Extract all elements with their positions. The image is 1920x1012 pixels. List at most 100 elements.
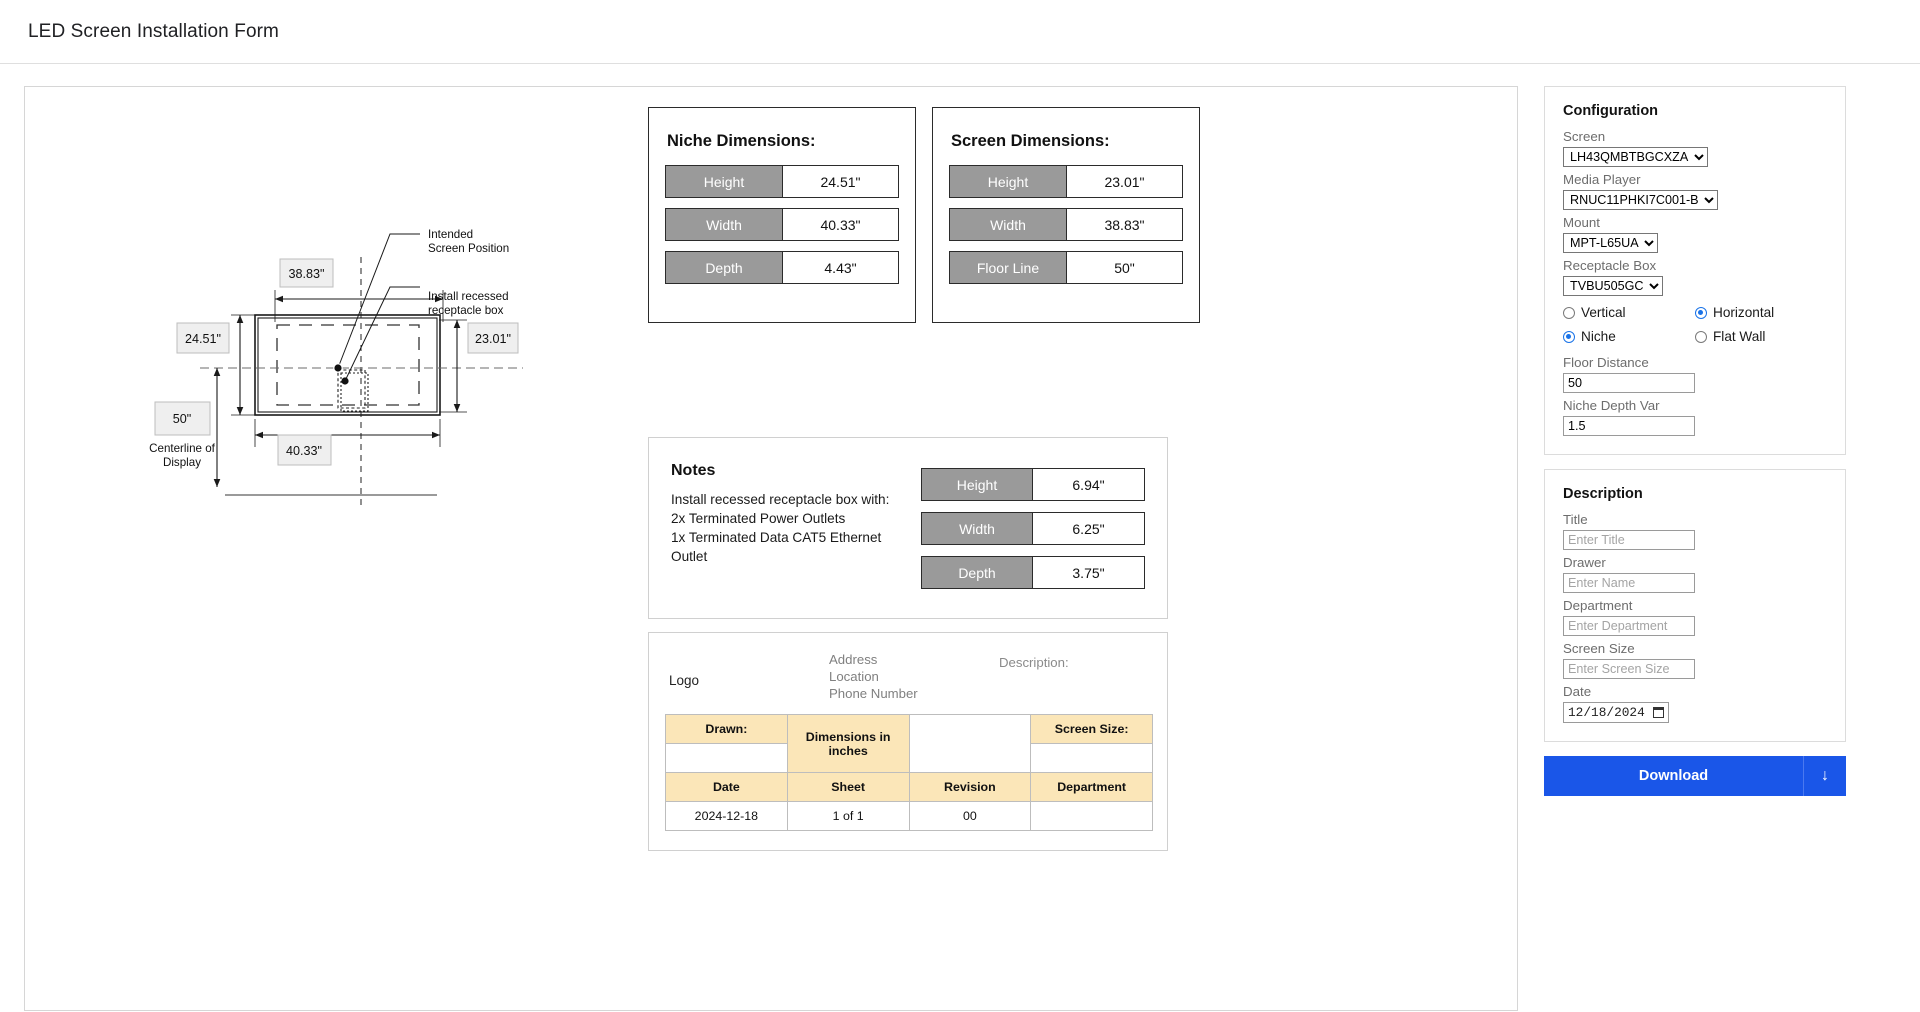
niche-row-depth: Depth 4.43" — [665, 251, 899, 284]
receptacle-width-label: Width — [921, 512, 1033, 545]
screen-label: Screen — [1563, 129, 1606, 144]
dim-top-value: 38.83" — [289, 267, 325, 281]
notes-line-2: 2x Terminated Power Outlets — [671, 511, 846, 526]
receptacle-box-marker — [341, 377, 349, 385]
title-block-card: Logo Address Location Phone Number Descr… — [648, 632, 1168, 851]
niche-row-width: Width 40.33" — [665, 208, 899, 241]
callout-install-line1: Install recessed — [428, 290, 509, 303]
notes-line-3: 1x Terminated Data CAT5 Ethernet Outlet — [671, 530, 882, 564]
table-row — [665, 743, 1153, 773]
receptacle-row-height: Height 6.94" — [921, 468, 1145, 501]
radio-vertical[interactable]: Vertical — [1563, 305, 1695, 320]
orientation-radio-group: Vertical Horizontal — [1563, 305, 1827, 320]
installation-technical-drawing: Intended Screen Position Install recesse… — [149, 228, 523, 505]
dim-top-box — [279, 258, 334, 288]
cell-empty-middle — [908, 714, 1032, 773]
cell-screen-size-value — [1030, 743, 1153, 773]
media-player-select[interactable]: RNUC11PHKI7C001-B — [1563, 190, 1718, 210]
cell-header-revision: Revision — [908, 772, 1032, 802]
receptacle-box-select[interactable]: TVBU505GC — [1563, 276, 1663, 296]
title-block-table: Drawn: Dimensions in inches Screen Size:… — [665, 714, 1153, 831]
floor-label-line1: Centerline of — [149, 442, 216, 455]
floor-distance-input[interactable] — [1563, 373, 1695, 393]
table-row: Date Sheet Revision Department — [665, 772, 1153, 802]
calendar-icon[interactable] — [1653, 707, 1664, 718]
receptacle-row-depth: Depth 3.75" — [921, 556, 1145, 589]
cell-dimensions-note: Dimensions in inches — [786, 714, 910, 773]
receptacle-dimensions-table: Height 6.94" Width 6.25" Depth 3.75" — [921, 462, 1145, 618]
drawing-canvas-card: Intended Screen Position Install recesse… — [24, 86, 1518, 1011]
screen-floorline-value: 50" — [1067, 251, 1183, 284]
radio-horizontal-icon[interactable] — [1695, 306, 1707, 319]
radio-vertical-label: Vertical — [1581, 305, 1626, 320]
receptacle-height-label: Height — [921, 468, 1033, 501]
mount-select[interactable]: MPT-L65UA — [1563, 233, 1658, 253]
dim-left-box — [176, 322, 230, 354]
radio-flat-wall-icon[interactable] — [1695, 330, 1707, 343]
radio-niche-icon[interactable] — [1563, 330, 1575, 343]
date-label: Date — [1563, 684, 1592, 699]
address-line-3: Phone Number — [829, 686, 918, 701]
screen-size-input[interactable] — [1563, 659, 1695, 679]
dimension-cards-row: Niche Dimensions: Height 24.51" Width 40… — [648, 107, 1200, 323]
cell-value-date: 2024-12-18 — [665, 801, 788, 831]
screen-width-label: Width — [949, 208, 1067, 241]
cell-drawn-value — [665, 743, 788, 773]
department-label: Department — [1563, 598, 1633, 613]
dim-bottom-value: 40.33" — [286, 444, 322, 458]
cell-drawn-label: Drawn: — [665, 714, 788, 744]
media-player-label: Media Player — [1563, 172, 1641, 187]
receptacle-depth-value: 3.75" — [1033, 556, 1145, 589]
description-title: Description — [1563, 486, 1643, 502]
configuration-title: Configuration — [1563, 103, 1659, 119]
niche-depth-var-input[interactable] — [1563, 416, 1695, 436]
radio-horizontal[interactable]: Horizontal — [1695, 305, 1827, 320]
cell-value-sheet: 1 of 1 — [786, 801, 910, 831]
download-button[interactable]: Download — [1544, 756, 1803, 796]
radio-niche[interactable]: Niche — [1563, 329, 1695, 344]
receptacle-height-value: 6.94" — [1033, 468, 1145, 501]
screen-select[interactable]: LH43QMBTBGCXZA — [1563, 147, 1708, 167]
configuration-panel: Configuration Screen LH43QMBTBGCXZA Medi… — [1544, 86, 1846, 455]
dim-floor-box — [154, 401, 211, 436]
callout-intended-line2: Screen Position — [428, 242, 509, 255]
cell-header-department: Department — [1030, 772, 1153, 802]
department-input[interactable] — [1563, 616, 1695, 636]
date-value: 12/18/2024 — [1568, 705, 1645, 720]
receptacle-depth-label: Depth — [921, 556, 1033, 589]
page-title: LED Screen Installation Form — [28, 20, 279, 42]
page-body: Intended Screen Position Install recesse… — [0, 64, 1920, 1011]
cell-screen-size-label: Screen Size: — [1030, 714, 1153, 744]
receptacle-width-value: 6.25" — [1033, 512, 1145, 545]
callout-intended-line1: Intended — [428, 228, 473, 241]
floor-distance-label: Floor Distance — [1563, 355, 1649, 370]
screen-height-value: 23.01" — [1067, 165, 1183, 198]
cell-value-revision: 00 — [908, 801, 1032, 831]
description-panel: Description Title Drawer Department Scre… — [1544, 469, 1846, 742]
date-input[interactable]: 12/18/2024 — [1563, 702, 1669, 723]
intended-screen-position-marker — [333, 363, 343, 373]
radio-flat-wall-label: Flat Wall — [1713, 329, 1766, 344]
notes-line-1: Install recessed receptacle box with: — [671, 492, 890, 507]
niche-dimensions-card: Niche Dimensions: Height 24.51" Width 40… — [648, 107, 916, 323]
table-row: 2024-12-18 1 of 1 00 — [665, 801, 1153, 831]
screen-height-label: Height — [949, 165, 1067, 198]
screen-row-width: Width 38.83" — [949, 208, 1183, 241]
radio-flat-wall[interactable]: Flat Wall — [1695, 329, 1827, 344]
title-block-header: Logo Address Location Phone Number Descr… — [665, 651, 1151, 714]
title-block-description-label: Description: — [999, 655, 1069, 670]
notes-text-block: Notes Install recessed receptacle box wi… — [671, 462, 921, 618]
company-address: Address Location Phone Number — [829, 651, 999, 702]
drawer-input[interactable] — [1563, 573, 1695, 593]
drawer-label: Drawer — [1563, 555, 1606, 570]
download-arrow-icon[interactable]: ↓ — [1803, 756, 1846, 796]
niche-row-height: Height 24.51" — [665, 165, 899, 198]
floor-label-line2: Display — [163, 456, 201, 469]
title-input[interactable] — [1563, 530, 1695, 550]
app-header: LED Screen Installation Form — [0, 0, 1920, 64]
radio-vertical-icon[interactable] — [1563, 306, 1575, 319]
notes-title: Notes — [671, 462, 716, 479]
logo-placeholder: Logo — [669, 673, 700, 688]
title-label: Title — [1563, 512, 1588, 527]
dim-right-value: 23.01" — [475, 332, 511, 346]
